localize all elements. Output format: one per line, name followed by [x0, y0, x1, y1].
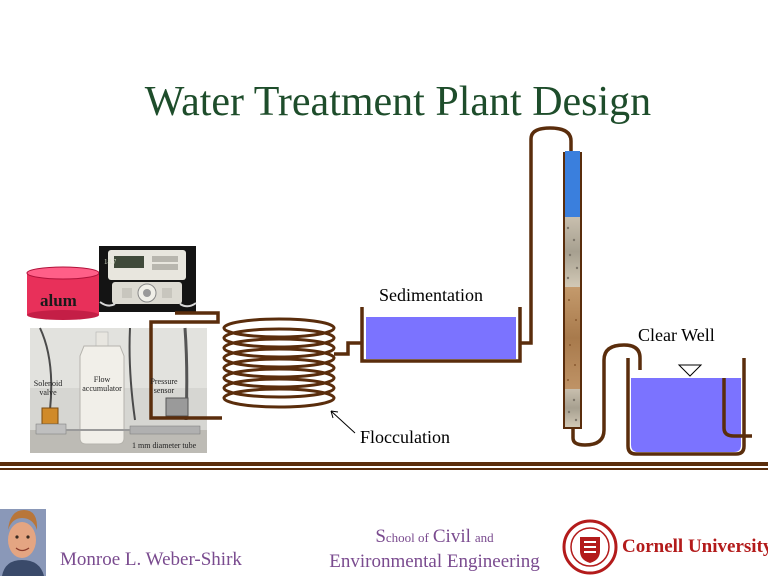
solenoid-valve-label: Solenoid valve [33, 379, 63, 397]
school-and: and [474, 530, 494, 545]
author-name: Monroe L. Weber-Shirk [60, 549, 242, 570]
alum-container [26, 266, 100, 320]
sedimentation-label: Sedimentation [379, 285, 483, 305]
pipe-to-clear-well [571, 343, 642, 447]
ground-line [0, 462, 768, 466]
school-civil: Civil [432, 526, 471, 547]
clear-well-tank [626, 358, 746, 456]
pipe-to-filter [520, 126, 573, 345]
school-chool-of: chool of [385, 530, 429, 545]
university-name: Cornell University [622, 536, 768, 557]
school-initial: S [375, 526, 386, 547]
school-name: School of Civil and Environmental Engine… [312, 525, 557, 574]
pipe-inlet [149, 311, 222, 420]
ground-line-lower [0, 468, 768, 470]
flocculation-pointer [330, 410, 356, 434]
school-line2: Environmental Engineering [329, 551, 540, 572]
filter-column [563, 151, 582, 429]
pressure-sensor-label: Pressure sensor [150, 377, 178, 395]
apparatus-photo [30, 327, 207, 453]
water-level-marker [677, 364, 703, 377]
flocculator-coil [222, 317, 336, 409]
sedimentation-tank [360, 307, 522, 363]
pipe-to-sedimentation [334, 341, 362, 356]
alum-label: alum [40, 291, 77, 310]
pipe-outlet [722, 378, 752, 438]
pump-display-value: 18.7 [104, 258, 117, 266]
author-portrait [0, 509, 46, 576]
clear-well-label: Clear Well [638, 325, 715, 345]
flocculation-label: Flocculation [360, 427, 450, 447]
peristaltic-pump-photo [99, 246, 197, 312]
flow-accumulator-label: Flow accumulator [82, 375, 122, 393]
cornell-seal-logo [562, 519, 618, 575]
tube-label: 1 mm diameter tube [132, 441, 197, 450]
page-title: Water Treatment Plant Design [144, 79, 652, 125]
